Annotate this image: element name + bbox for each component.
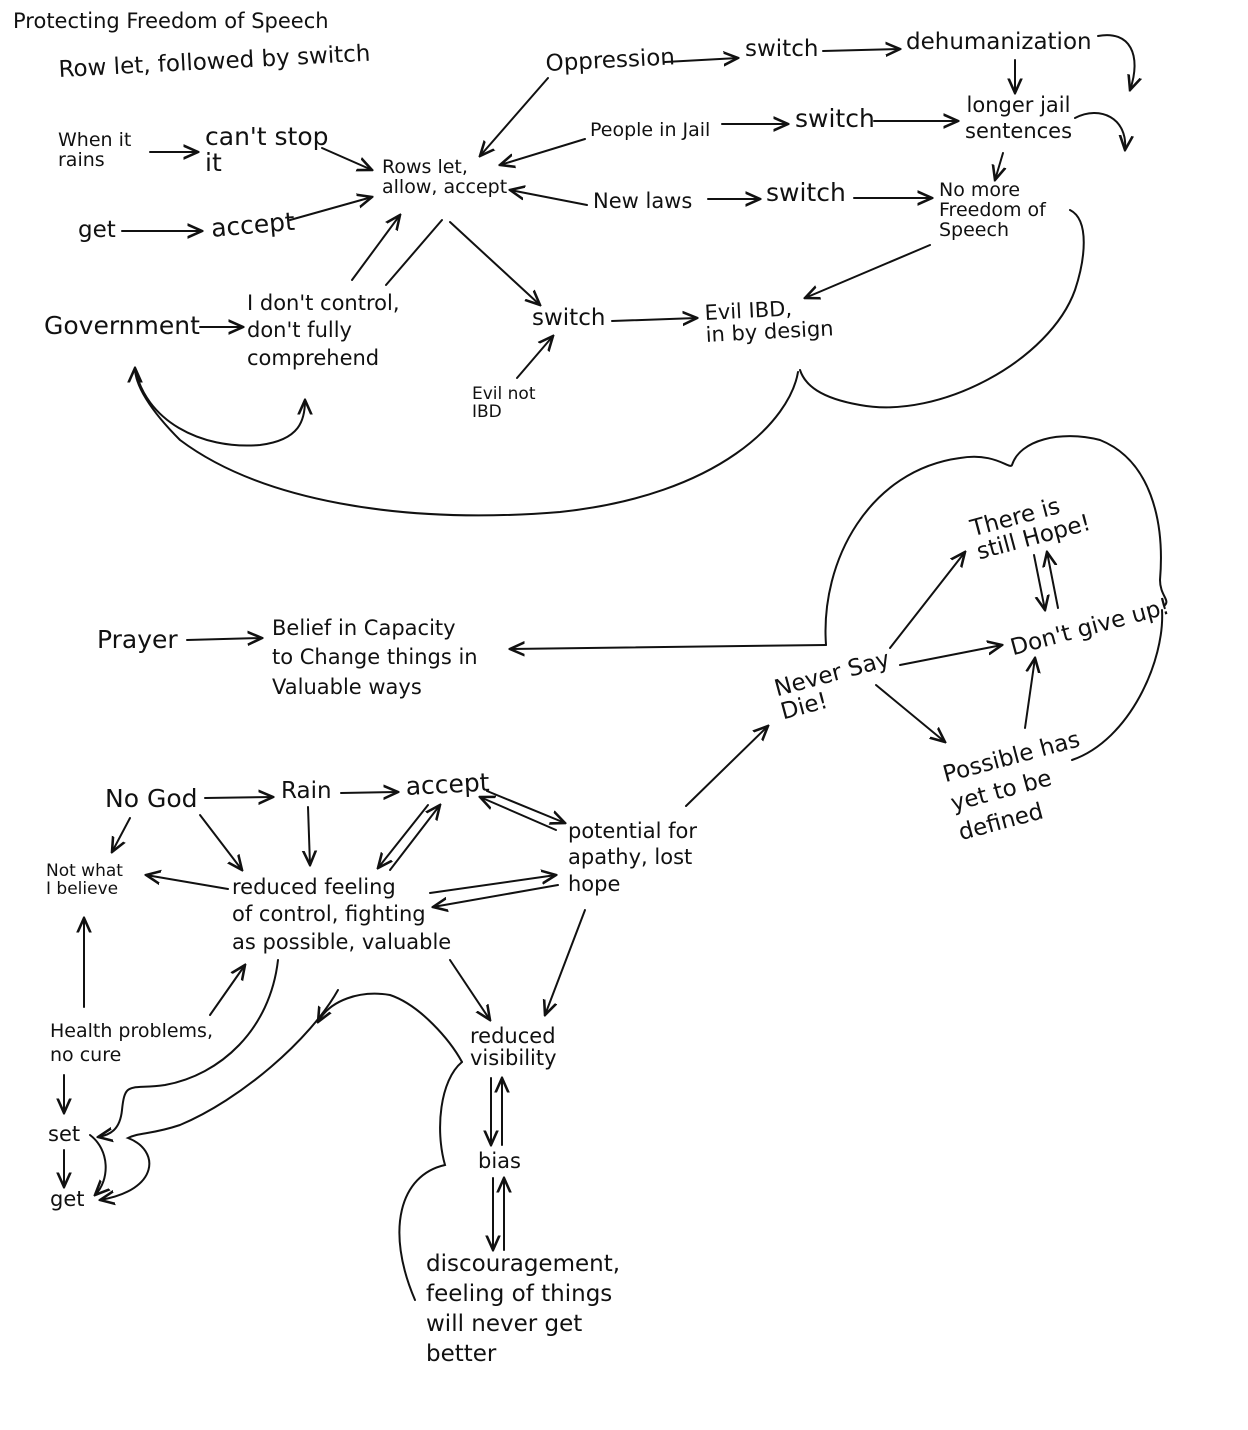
arrow-nogod-to-notwhat: [112, 817, 131, 852]
arrow-neversay-to-stillhope: [889, 552, 965, 649]
arrow-reduced-to-visibility: [449, 959, 490, 1020]
node-evil-ibd: Evil IBD, in by design: [703, 296, 835, 347]
node-potential-apathy: potential for apathy, lost hope: [568, 819, 697, 896]
node-when-it-rains: When it rains: [58, 129, 132, 171]
node-get-top: get: [78, 217, 116, 243]
node-rows-let: Rows let, allow, accept: [382, 156, 508, 198]
arrow-nogod-to-rain: [204, 797, 273, 798]
arrow-switchcenter-to-evilibd: [611, 318, 697, 321]
arrow-rain-to-reduced: [308, 806, 310, 865]
arrow-possible-to-dontgiveup: [1024, 658, 1035, 729]
node-accept-bottom: accept: [404, 767, 491, 801]
node-belief: Belief in Capacity to Change things in V…: [272, 616, 478, 699]
node-no-god: No God: [105, 784, 198, 813]
node-switch-3: switch: [766, 178, 846, 207]
node-rain: Rain: [281, 778, 332, 804]
arrow-accept-to-potential: [486, 790, 565, 823]
loop-visibility-top: [318, 992, 463, 1063]
node-not-what-i-believe: Not what I believe: [46, 861, 123, 899]
loop-evilibd-to-government: [135, 368, 799, 517]
node-government: Government: [44, 311, 200, 340]
node-health-problems: Health problems, no cure: [50, 1020, 213, 1066]
arrow-dontgiveup-to-stillhope: [1047, 552, 1059, 609]
node-cant-stop-it: can't stop it: [205, 122, 329, 178]
arrow-health-to-reduced: [209, 965, 245, 1016]
arrow-prayer-to-belief: [186, 638, 262, 640]
arrow-jail-to-rowslet: [500, 138, 586, 165]
arrow-nogod-to-reduced: [199, 814, 242, 870]
arrow-accept-to-rowslet: [289, 197, 372, 221]
node-no-more-fos: No more Freedom of Speech: [939, 179, 1046, 241]
node-switch-2: switch: [795, 104, 875, 133]
node-get-bottom: get: [50, 1187, 85, 1211]
node-new-laws: New laws: [593, 189, 693, 213]
node-switch-1: switch: [745, 36, 819, 62]
loop-visibility-to-reduced: [398, 1061, 463, 1301]
arrow-potential-to-reduced: [433, 884, 559, 907]
arrow-evilnot-to-switchcenter: [516, 336, 553, 379]
node-people-in-jail: People in Jail: [590, 119, 711, 141]
arrow-reduced-to-notwhat: [146, 875, 229, 890]
arrow-neversay-to-possible: [875, 684, 945, 742]
node-bias: bias: [478, 1149, 521, 1173]
node-prayer: Prayer: [97, 625, 178, 654]
loop-reduced-to-get-2: [100, 989, 339, 1200]
arrow-oppression-to-rowslet: [480, 77, 549, 156]
node-dehumanization: dehumanization: [906, 29, 1092, 55]
page-title: Protecting Freedom of Speech: [13, 9, 329, 33]
arrow-rowslet-to-switchcenter: [449, 221, 540, 305]
loop-outer-right: [799, 209, 1085, 409]
loop-reduced-to-get-1: [98, 959, 279, 1137]
arrow-potential-to-neversay: [685, 726, 768, 807]
loop-neversay-top: [824, 435, 1168, 646]
arrow-neversay-to-dontgiveup: [899, 645, 1002, 666]
loop-dehumanization-right: [1097, 34, 1135, 90]
arrow-potential-to-accept: [480, 797, 557, 831]
loop-set-to-get: [89, 1134, 106, 1195]
node-i-dont-control: I don't control, don't fully comprehend: [247, 291, 400, 370]
arrow-reduced-to-potential: [429, 875, 556, 894]
line-idontcontrol-to-rowslet-2: [385, 219, 443, 286]
node-reduced-feeling: reduced feeling of control, fighting as …: [232, 875, 452, 954]
node-discouragement: discouragement, feeling of things will n…: [426, 1251, 621, 1367]
arrow-cantstop-to-rowslet: [321, 147, 372, 170]
arrow-accept-to-reduced: [378, 804, 429, 868]
loop-longerjail-right: [1074, 112, 1125, 150]
arrow-rain-to-accept: [340, 792, 398, 793]
loop-government-to-idontcontrol: [134, 367, 305, 447]
arrow-neversay-to-belief: [510, 645, 827, 649]
arrow-newlaws-to-rowslet: [510, 190, 588, 206]
loop-possible-right: [1071, 609, 1164, 761]
arrow-potential-to-visibility: [545, 909, 586, 1015]
arrow-reduced-to-accept: [389, 805, 440, 871]
arrow-idontcontrol-to-rowslet: [351, 215, 400, 281]
node-set: set: [48, 1122, 81, 1146]
node-evil-not-ibd: Evil not IBD: [472, 384, 536, 422]
arrow-longerjail-to-nomore: [995, 152, 1003, 180]
node-switch-center: switch: [532, 305, 606, 331]
arrow-switch1-to-dehumanization: [822, 49, 900, 51]
arrow-oppression-to-switch1: [664, 58, 738, 62]
arrow-stillhope-to-dontgiveup: [1033, 554, 1045, 610]
node-reduced-visibility: reduced visibility: [470, 1024, 557, 1071]
node-longer-jail: longer jail sentences: [965, 93, 1073, 144]
arrow-nomore-to-evilibd: [805, 244, 931, 298]
